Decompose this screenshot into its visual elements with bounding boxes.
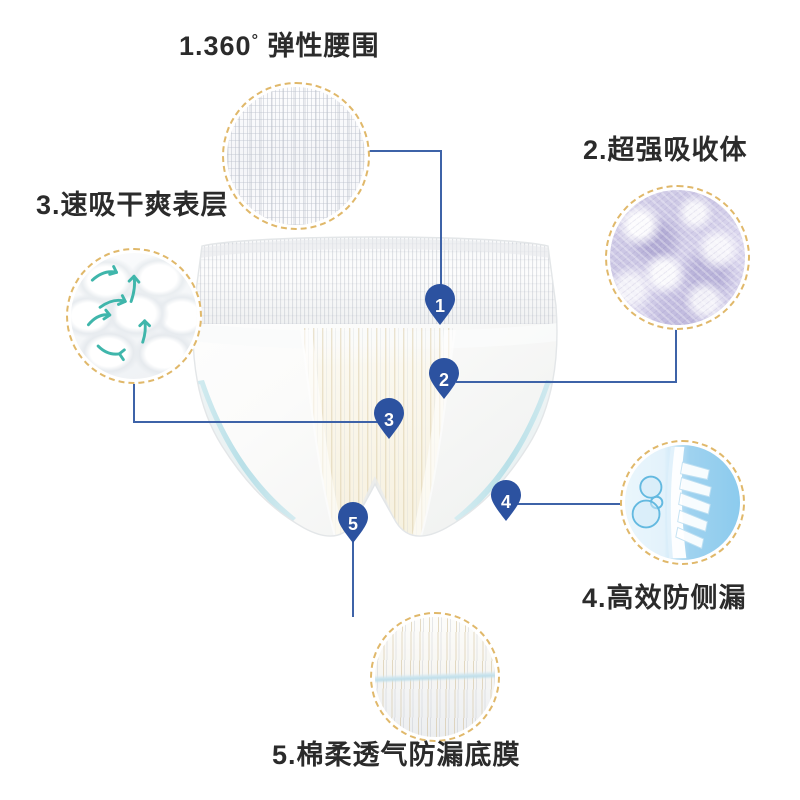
feature-label-3: 3.速吸干爽表层 bbox=[36, 190, 229, 220]
marker-1-number: 1 bbox=[434, 296, 445, 316]
callout-elastic-waistband[interactable] bbox=[222, 82, 370, 230]
marker-5-number: 5 bbox=[347, 514, 358, 534]
water-drop-pin-icon bbox=[429, 358, 459, 399]
connector-line-3-vertical bbox=[133, 372, 135, 423]
marker-4-number: 4 bbox=[500, 492, 511, 512]
feature-label-4: 4.高效防侧漏 bbox=[582, 583, 747, 613]
callout-3-swatch bbox=[71, 253, 197, 379]
callout-2-swatch bbox=[610, 190, 745, 325]
marker-5[interactable]: 5 bbox=[336, 502, 370, 544]
marker-4[interactable]: 4 bbox=[489, 480, 523, 522]
connector-line-3-horizontal bbox=[133, 421, 380, 423]
connector-line-4-horizontal bbox=[517, 503, 623, 505]
marker-3[interactable]: 3 bbox=[372, 398, 406, 440]
water-drop-pin-icon bbox=[338, 502, 368, 543]
connector-line-2-horizontal bbox=[456, 381, 677, 383]
feature-label-5: 5.棉柔透气防漏底膜 bbox=[272, 740, 521, 770]
connector-line-1-horizontal bbox=[350, 150, 442, 152]
water-drop-pin-icon bbox=[425, 284, 455, 325]
feature-label-1: 1.360° 弹性腰围 bbox=[179, 33, 380, 60]
callout-leak-guard[interactable] bbox=[620, 440, 745, 565]
feature-label-2: 2.超强吸收体 bbox=[583, 135, 748, 165]
connector-line-2-vertical bbox=[675, 325, 677, 383]
marker-2[interactable]: 2 bbox=[427, 358, 461, 400]
connector-line-5-vertical bbox=[352, 525, 354, 617]
absorption-flow-arrows-icon bbox=[86, 265, 151, 362]
callout-absorbent-core[interactable] bbox=[605, 185, 750, 330]
water-drop-pin-icon bbox=[374, 398, 404, 439]
connector-line-1-vertical bbox=[440, 150, 442, 288]
callout-dry-surface-layer[interactable] bbox=[66, 248, 202, 384]
marker-3-number: 3 bbox=[383, 410, 394, 430]
degree-symbol: ° bbox=[251, 32, 259, 49]
leak-guard-barrier-icon bbox=[631, 446, 712, 559]
water-drop-pin-icon bbox=[491, 480, 521, 521]
marker-2-number: 2 bbox=[438, 370, 449, 390]
feature-label-1-text: 1.360 bbox=[179, 31, 252, 61]
marker-1[interactable]: 1 bbox=[423, 284, 457, 326]
callout-4-swatch bbox=[625, 445, 740, 560]
product-illustration bbox=[160, 232, 590, 572]
callout-5-swatch bbox=[375, 617, 495, 737]
callout-1-swatch bbox=[227, 87, 365, 225]
feature-label-1-tail: 弹性腰围 bbox=[267, 31, 380, 61]
callout-breathable-bottom-film[interactable] bbox=[370, 612, 500, 742]
